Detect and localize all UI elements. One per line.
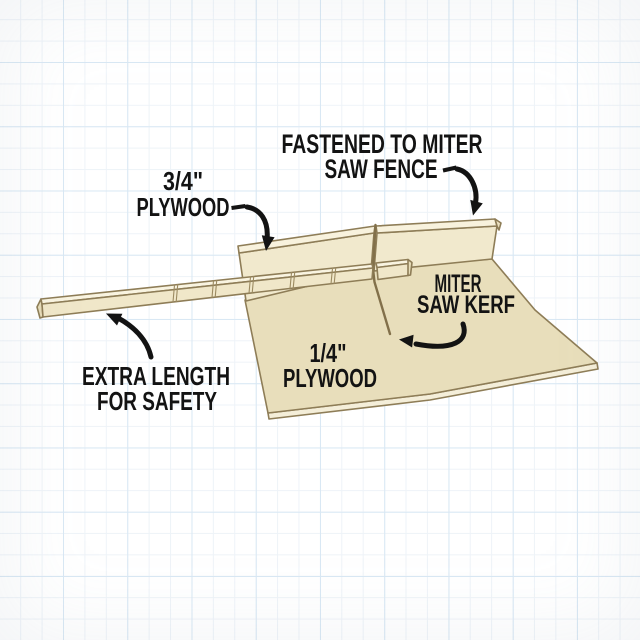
cut-mark — [175, 284, 179, 303]
workpiece-strip — [36, 258, 413, 319]
cut-mark — [251, 276, 255, 294]
label-line: MITER — [435, 270, 482, 298]
label-line: PLYWOOD — [137, 192, 230, 222]
cut-mark — [172, 284, 176, 303]
cut-mark — [214, 280, 218, 298]
label-miter-saw-kerf: MITER SAW KERF — [417, 270, 515, 319]
callout-arrows — [106, 165, 483, 360]
cut-mark — [248, 276, 252, 294]
strip-cut-marks — [172, 267, 337, 303]
arrow-to-kerf-curve — [413, 321, 467, 349]
cut-mark — [211, 280, 215, 299]
label-line: 3/4" — [163, 166, 203, 196]
cutoff-piece-end-cap — [407, 258, 413, 277]
cut-mark — [289, 272, 293, 290]
label-line: 1/4" — [310, 338, 347, 368]
label-connector-dash — [231, 204, 246, 210]
label-three-quarter-plywood: 3/4" PLYWOOD — [137, 166, 230, 222]
label-line: SAW KERF — [417, 291, 515, 319]
label-line: PLYWOOD — [283, 363, 377, 393]
arrow-to-kerf-icon — [399, 334, 414, 348]
miter-saw-kerf-line — [371, 223, 392, 336]
arrow-to-fence-left-curve — [244, 204, 270, 243]
label-fastened-to-miter-saw-fence: FASTENED TO MITER SAW FENCE — [282, 129, 483, 184]
label-quarter-plywood: 1/4" PLYWOOD — [283, 338, 377, 393]
label-line: SAW FENCE — [325, 154, 438, 184]
cutoff-piece-right-of-kerf — [375, 258, 413, 281]
arrow-to-strip-icon — [106, 313, 123, 326]
cut-mark — [292, 271, 296, 289]
arrow-to-fence-right-icon — [470, 199, 483, 216]
label-line: FOR SAFETY — [97, 386, 217, 416]
label-extra-length-for-safety: EXTRA LENGTH FOR SAFETY — [82, 361, 230, 416]
label-line: EXTRA LENGTH — [82, 361, 230, 391]
arrow-to-strip-curve — [115, 315, 154, 360]
arrow-to-fence-right-curve — [454, 166, 479, 206]
cut-mark — [330, 267, 334, 285]
arrow-to-fence-left-icon — [261, 235, 275, 251]
label-line: FASTENED TO MITER — [282, 129, 483, 159]
label-connector-dash — [442, 165, 457, 173]
cut-mark — [333, 267, 337, 285]
fence-right-end-cap — [494, 218, 502, 231]
